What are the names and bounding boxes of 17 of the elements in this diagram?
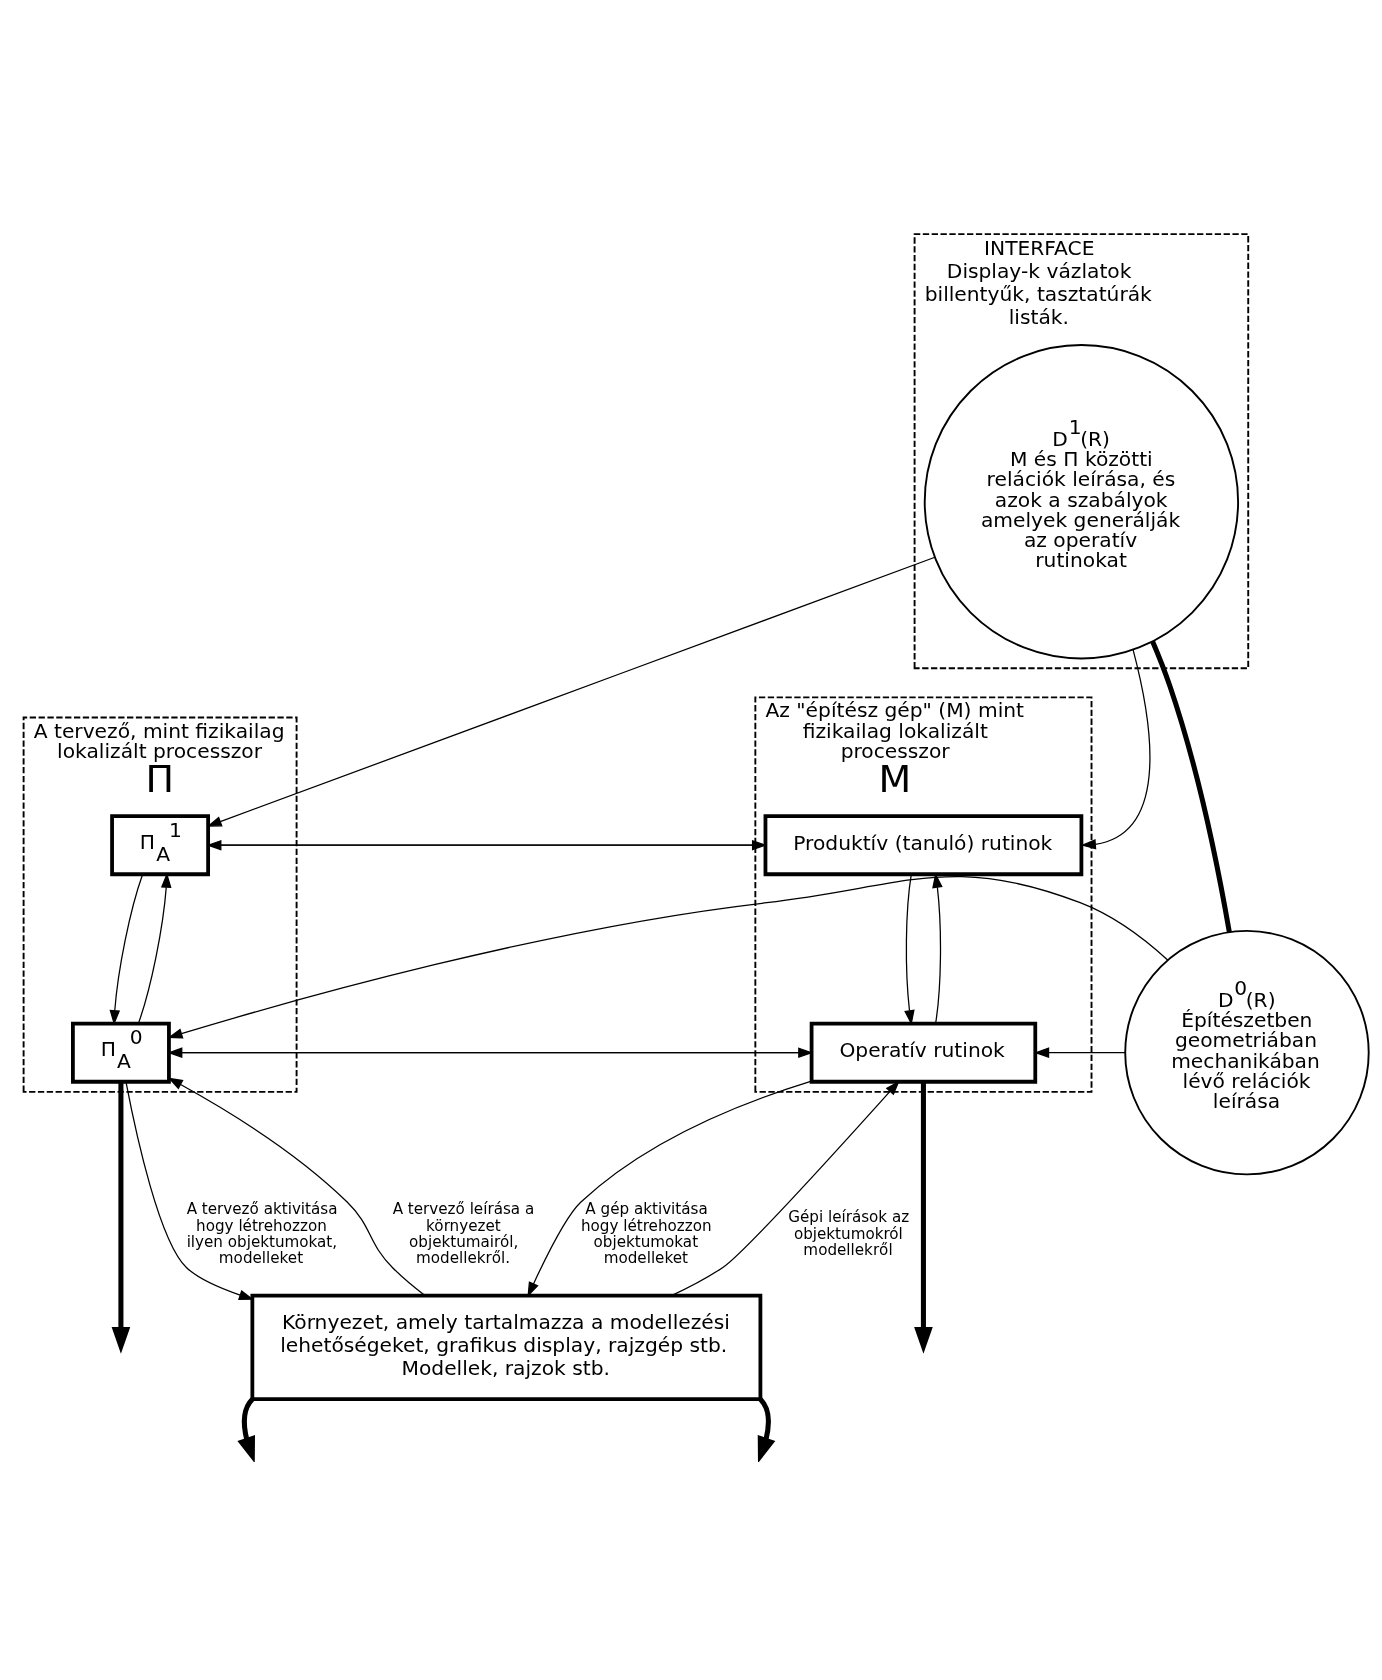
edge-label: A tervező leírása a környezet objektumairól, modellekről. <box>392 1199 535 1267</box>
node-box: Operatív rutinok <box>809 1021 1038 1084</box>
arrow <box>527 1080 813 1297</box>
node-box: Környezet, amely tartalmazza a modellezési lehetőségeket, grafikus display, rajzgép stb. Modellek, rajzok stb. <box>250 1293 763 1401</box>
arrow <box>1080 648 1151 850</box>
edge-label: A tervező aktivitása hogy létrehozzon ilyen objektumokat, modelleket <box>186 1199 338 1267</box>
arrow <box>167 875 1169 1039</box>
arrow <box>1034 1046 1126 1058</box>
node-box: Produktív (tanuló) rutinok <box>763 813 1084 876</box>
arrow <box>904 873 915 1025</box>
arrow <box>914 1082 933 1354</box>
edge-label: A gép aktivitása hogy létrehozzon objektumokat modelleket <box>580 1199 712 1267</box>
edge-label: Gépi leírások az objektumokról modellekről <box>788 1207 910 1259</box>
arrow <box>167 1077 426 1296</box>
connector <box>1150 639 1232 933</box>
arrow <box>109 873 144 1025</box>
arrow <box>111 1082 131 1354</box>
